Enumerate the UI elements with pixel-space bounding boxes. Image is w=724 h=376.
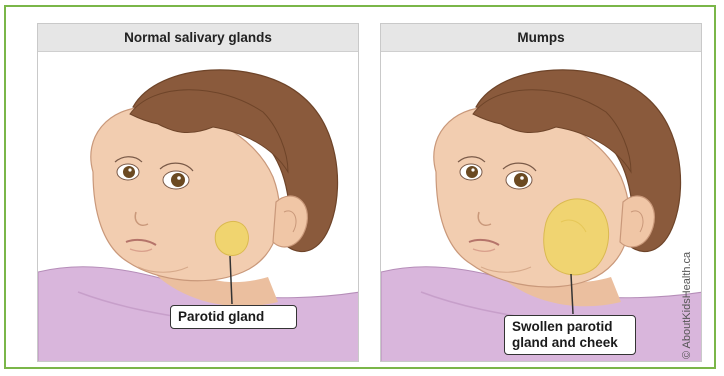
panel-title: Mumps [381, 24, 701, 52]
label-swollen-parotid-gland: Swollen parotid gland and cheek [504, 315, 636, 355]
panel-title: Normal salivary glands [38, 24, 358, 52]
copyright-credit: © AboutKidsHealth.ca [681, 252, 693, 359]
label-line-2: gland and cheek [512, 335, 628, 351]
label-line-1: Swollen parotid [512, 319, 628, 335]
panel-normal: Normal salivary glands [37, 23, 359, 362]
panel-mumps: Mumps [380, 23, 702, 362]
parotid-gland-swollen [544, 199, 609, 275]
parotid-gland-normal [215, 221, 248, 255]
illustration-frame: Normal salivary glands [4, 5, 716, 369]
label-parotid-gland: Parotid gland [170, 305, 297, 329]
